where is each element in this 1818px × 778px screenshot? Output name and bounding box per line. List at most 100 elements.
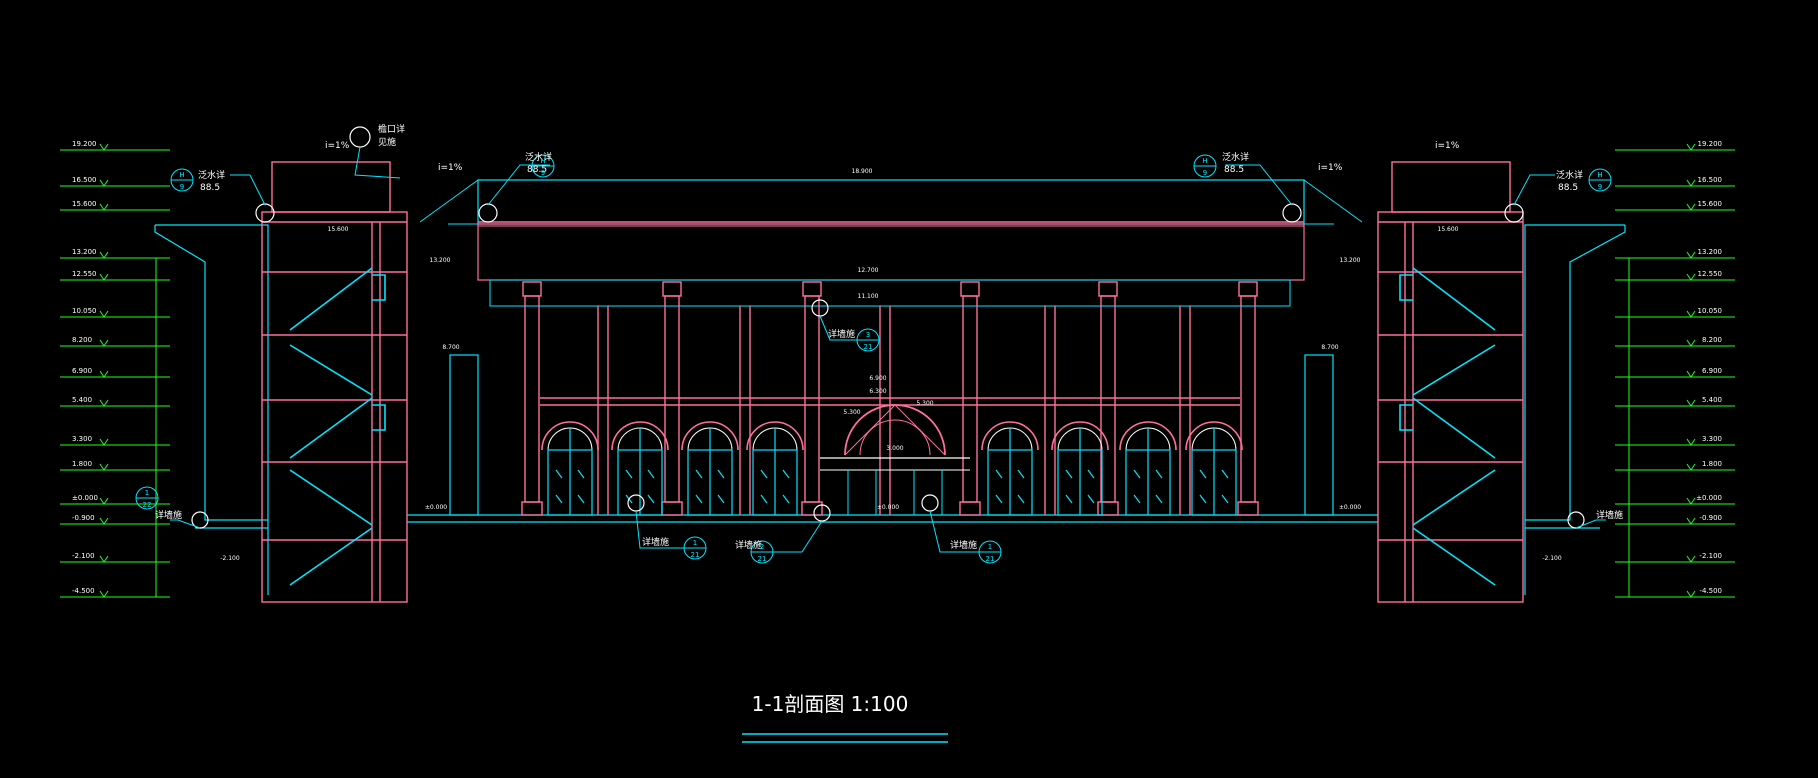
lbl-arch-mid: 6.300	[869, 388, 886, 395]
elevation-mark	[1690, 339, 1696, 347]
callout-eave-2: 见施	[378, 136, 396, 148]
elevation-mark	[99, 370, 105, 378]
elevation-label: -2.100	[72, 552, 95, 560]
slope-right: i=1%	[1435, 141, 1460, 151]
elevation-mark	[1690, 555, 1696, 563]
glass-hatch	[577, 469, 585, 479]
title-underline	[742, 733, 948, 743]
elevation-mark	[1686, 251, 1692, 259]
lbl-floor: ±0.000	[877, 504, 899, 511]
elevation-mark	[1686, 497, 1692, 505]
marker-f4-bottom: 9	[1598, 183, 1602, 191]
elevation-label: 16.500	[1698, 176, 1723, 184]
elevation-mark	[1690, 251, 1696, 259]
callout-flash-2: 88.5	[527, 165, 547, 175]
elevation-label: 13.200	[72, 248, 97, 256]
elevation-mark	[99, 273, 105, 281]
marker-c-top: 1	[988, 543, 992, 551]
elevation-mark	[103, 339, 109, 347]
elevation-mark	[99, 399, 105, 407]
elevation-label: 3.300	[1702, 435, 1722, 443]
elevation-mark	[1686, 339, 1692, 347]
lbl-base-l: -2.100	[220, 555, 240, 562]
glass-hatch	[995, 469, 1003, 479]
elevation-mark	[1690, 143, 1696, 151]
elevation-mark	[1690, 203, 1696, 211]
glass-hatch	[1221, 494, 1229, 504]
marker-f-top: H	[179, 171, 184, 179]
marker-f3-top: H	[1202, 157, 1207, 165]
elevation-mark	[103, 179, 109, 187]
glass-hatch	[695, 469, 703, 479]
glass-hatch	[1133, 469, 1141, 479]
elevation-mark	[1690, 399, 1696, 407]
elevation-label: 16.500	[72, 176, 97, 184]
arch-outer	[746, 421, 804, 451]
elevation-label: -4.500	[72, 587, 95, 595]
column-base	[801, 501, 823, 516]
left-elevation-dimensions: 19.20016.50015.60013.20012.55010.0508.20…	[60, 140, 170, 598]
lbl-base-r: -2.100	[1542, 555, 1562, 562]
elevation-mark	[1686, 310, 1692, 318]
marker-e-top: 1	[145, 489, 149, 497]
elevation-mark	[99, 179, 105, 187]
marker-c-bottom: 21	[986, 555, 995, 563]
lbl-floor-r: ±0.000	[1339, 504, 1361, 511]
elevation-label: 12.550	[1698, 270, 1723, 278]
column-base	[1097, 501, 1119, 516]
elevation-mark	[1686, 143, 1692, 151]
elevation-label: ±0.000	[1696, 494, 1722, 502]
left-stair-flights	[289, 267, 386, 586]
marker-f2-bottom: 9	[541, 169, 545, 177]
elevation-label: 15.600	[72, 200, 97, 208]
glass-hatch	[760, 469, 768, 479]
elevation-mark	[103, 438, 109, 446]
lbl-stair-top-l: 13.200	[430, 257, 451, 264]
elevation-mark	[103, 370, 109, 378]
glass-hatch	[647, 494, 655, 504]
glass-hatch	[782, 469, 790, 479]
elevation-mark	[1686, 203, 1692, 211]
elevation-label: 10.050	[72, 307, 97, 315]
arch-outer	[541, 421, 599, 451]
lbl-frieze: 11.100	[858, 293, 879, 300]
lbl-floor-l: ±0.000	[425, 504, 447, 511]
right-elevation-dimensions: 19.20016.50015.60013.20012.55010.0508.20…	[1615, 140, 1735, 598]
callout-stair-right: 详墙施	[1596, 509, 1623, 521]
glass-hatch	[555, 494, 563, 504]
elevation-mark	[103, 399, 109, 407]
central-entrance	[820, 404, 970, 515]
elevation-mark	[1690, 273, 1696, 281]
section-markers	[135, 154, 1612, 564]
callout-eave-1: 檐口详	[378, 123, 405, 135]
glass-hatch	[1065, 494, 1073, 504]
elevation-mark	[99, 310, 105, 318]
lbl-door: 3.000	[886, 445, 903, 452]
glass-hatch	[647, 469, 655, 479]
arch-outer	[611, 421, 669, 451]
glass-hatch	[625, 469, 633, 479]
marker-f4-top: H	[1597, 171, 1602, 179]
callout-flash-fr2: 88.5	[1558, 183, 1578, 193]
slope-center-left: i=1%	[438, 163, 463, 173]
marker-f-bottom: 9	[180, 183, 184, 191]
left-stair-tower	[261, 161, 408, 603]
elevation-label: 10.050	[1698, 307, 1723, 315]
elevation-label: 13.200	[1698, 248, 1723, 256]
marker-b-top: 2	[760, 543, 764, 551]
glass-hatch	[695, 494, 703, 504]
elevation-label: 5.400	[72, 396, 92, 404]
elevation-label: -4.500	[1699, 587, 1722, 595]
elevation-mark	[103, 203, 109, 211]
slope-left: i=1%	[325, 141, 350, 151]
callout-flash-1: 泛水详	[525, 151, 552, 163]
elevation-mark	[103, 555, 109, 563]
callout-flash-fr1: 泛水详	[1556, 169, 1583, 181]
column-base	[1237, 501, 1259, 516]
elevation-label: 8.200	[1702, 336, 1722, 344]
lbl-arch-top: 6.900	[869, 375, 886, 382]
left-wing-outline	[154, 224, 269, 595]
glass-hatch	[760, 494, 768, 504]
callout-labels: 檐口详 见施 泛水详 88.5 泛水详 88.5 泛水详 88.5 泛水详 88…	[155, 123, 1623, 551]
lbl-roof: 18.900	[852, 168, 873, 175]
